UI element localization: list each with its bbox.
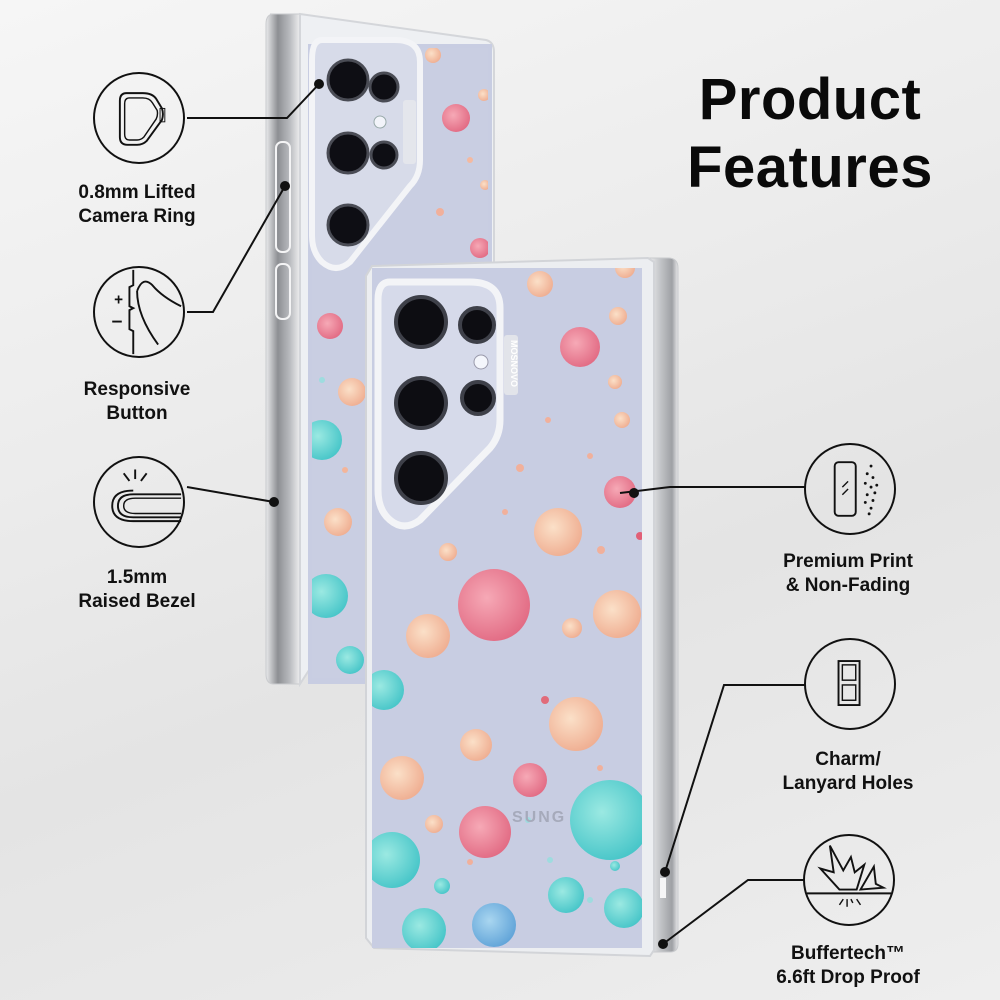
title-line-1: Product (698, 67, 922, 132)
callout-lines (186, 83, 805, 945)
camera-ring-icon (93, 72, 185, 164)
feature-label-premium-print: Premium Print & Non-Fading (783, 551, 913, 596)
front-phone: MOSNOVO SUNG (365, 256, 679, 958)
feature-label-camera-ring: 0.8mm Lifted Camera Ring (78, 182, 196, 227)
phone-logo-fragment: SUNG (512, 809, 566, 826)
brand-mark: MOSNOVO (509, 340, 519, 387)
svg-text:+: + (114, 291, 123, 308)
feature-label-raised-bezel: 1.5mm Raised Bezel (78, 567, 196, 612)
side-button-icon: + (93, 266, 185, 358)
title-line-2: Features (687, 135, 933, 200)
print-sparkle-icon (804, 443, 896, 535)
feature-label-drop-proof: Buffertech™ 6.6ft Drop Proof (776, 943, 920, 988)
feature-label-lanyard-holes: Charm/ Lanyard Holes (782, 749, 914, 794)
lanyard-holes-icon (804, 638, 896, 730)
feature-label-responsive-button: Responsive Button (83, 379, 191, 424)
page-title: Product Features (660, 66, 960, 202)
raised-bezel-icon (93, 456, 185, 548)
callout-dots (269, 79, 670, 949)
impact-burst-icon (803, 834, 895, 926)
